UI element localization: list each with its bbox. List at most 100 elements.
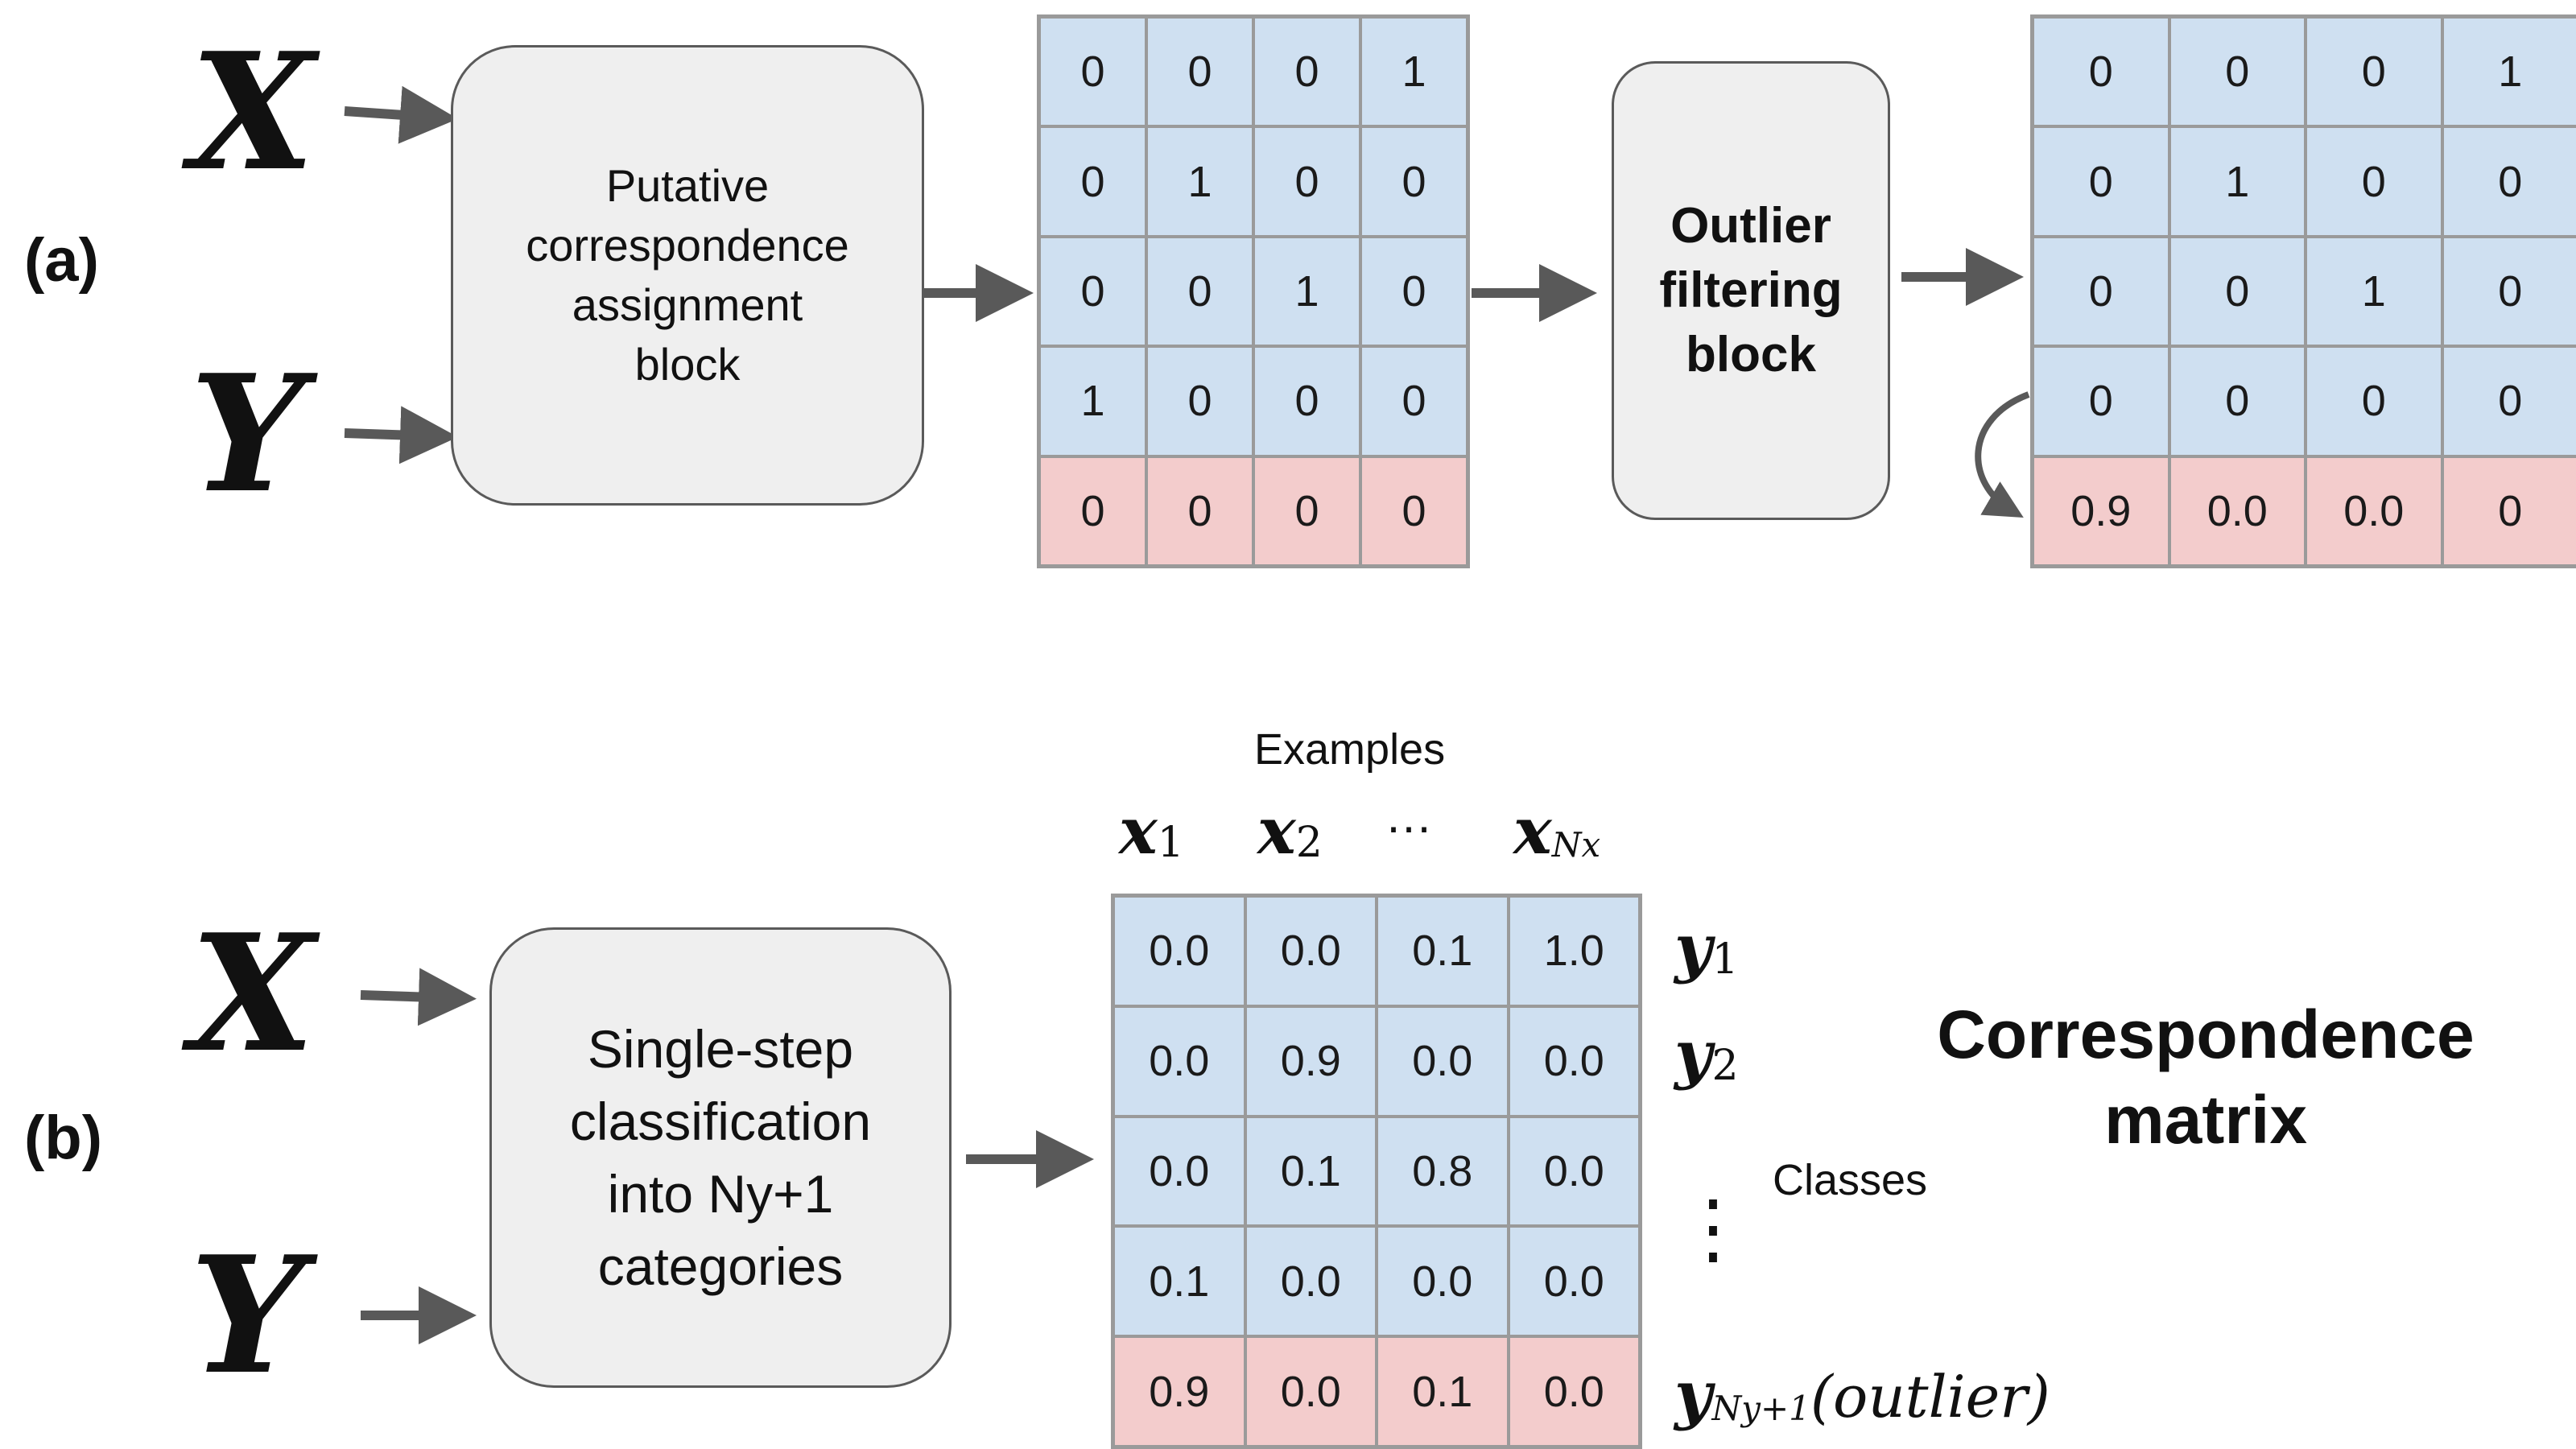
matrix-cell: 0 [1360,126,1468,237]
matrix-cell: 1 [1039,346,1146,456]
matrix-cell: 1 [2169,126,2306,237]
classes-label: Classes [1773,1156,1928,1204]
column-header: x2 [1257,793,1323,869]
matrix-cell: 0 [2306,126,2442,237]
row-header-subscript: 1 [1711,935,1739,985]
matrix-cell: 0.9 [1245,1005,1377,1117]
matrix-cell: 0 [2033,126,2169,237]
outlier-cell: 0.9 [1113,1336,1245,1447]
column-header-base: … [1385,789,1433,843]
correspondence-matrix-title: Correspondence matrix [1937,997,2475,1158]
input-x-b: X [190,899,316,1088]
outlier-filtering-block: Outlier filtering block [1612,61,1890,520]
matrix-cell: 0.1 [1113,1226,1245,1337]
outlier-cell: 0 [1360,456,1468,566]
row-header: yNy+1(outlier) [1674,1356,2050,1432]
matrix-cell: 0 [1039,17,1146,127]
outlier-cell: 0 [1253,456,1360,566]
matrix-cell: 1.0 [1508,896,1640,1006]
matrix-cell: 1 [1253,236,1360,347]
row-header: ⋮ [1674,1183,1752,1274]
matrix-cell: 0 [1146,236,1253,347]
row-header-base: y [1674,1356,1712,1432]
column-header: xNx [1513,793,1600,869]
matrix-cell: 0.1 [1377,896,1509,1006]
matrix-cell: 0 [1146,346,1253,456]
putative-correspondence-block: Putative correspondence assignment block [451,45,924,506]
matrix-cell: 0.1 [1245,1116,1377,1227]
outlier-cell: 0 [1039,456,1146,566]
classification-block-text: Single-step classification into Ny+1 cat… [569,1019,872,1296]
outlier-cell: 0.1 [1377,1336,1509,1447]
outlier-cell: 0.9 [2033,456,2169,566]
matrix-cell: 0.0 [1508,1005,1640,1117]
matrix-cell: 1 [2306,236,2442,347]
row-header: y1 [1674,910,1739,985]
outlier-suffix: (outlier) [1810,1363,2050,1430]
single-step-classification-block: Single-step classification into Ny+1 cat… [489,927,952,1388]
matrix-cell: 0.8 [1377,1116,1509,1227]
panel-b-label: (b) [24,1104,103,1172]
row-header-subscript: 2 [1711,1042,1739,1091]
matrix-cell: 0 [2033,236,2169,347]
row-header: y2 [1674,1016,1739,1092]
matrix-cell: 0 [2442,346,2576,456]
matrix-cell: 0 [2033,17,2169,127]
matrix-cell: 0 [1253,17,1360,127]
matrix-cell: 0.0 [1377,1226,1509,1337]
matrix-cell: 0 [1039,236,1146,347]
matrix-cell: 1 [2442,17,2576,127]
matrix-cell: 0 [2306,17,2442,127]
matrix-cell: 1 [1360,17,1468,127]
panel-a-label: (a) [24,226,99,295]
column-header-base: x [1513,793,1552,869]
column-header-subscript: 1 [1157,819,1184,868]
matrix-cell: 0 [2306,346,2442,456]
matrix-cell: 0 [1039,126,1146,237]
outlier-cell: 0.0 [1245,1336,1377,1447]
matrix-cell: 0.0 [1113,1005,1245,1117]
row-header-subscript: Ny+1 [1711,1389,1810,1429]
input-y-a: Y [190,340,305,529]
matrix-cell: 0.0 [1245,896,1377,1006]
column-header-subscript: 2 [1295,819,1323,868]
matrix-cell: 0.0 [1377,1005,1509,1117]
outlier-cell: 0 [1146,456,1253,566]
column-header: x1 [1119,793,1184,869]
arrow-row-to-outlier [1975,391,2030,518]
outlier-cell: 0.0 [1508,1336,1640,1447]
arrow-x-to-block3 [360,968,477,1026]
arrow-x-to-block1 [344,85,458,144]
examples-label: Examples [1254,725,1446,774]
matrix-cell: 0.0 [1508,1116,1640,1227]
row-header-base: y [1674,910,1712,985]
column-header-base: x [1119,793,1158,869]
matrix-cell: 0 [2033,346,2169,456]
row-header-base: y [1674,1016,1712,1092]
matrix-cell: 0 [2169,346,2306,456]
column-header-base: x [1257,793,1296,869]
matrix-cell: 0 [1146,17,1253,127]
column-header: … [1385,789,1433,848]
matrix-cell: 1 [1146,126,1253,237]
matrix-cell: 0.0 [1508,1226,1640,1337]
column-header-subscript: Nx [1551,825,1601,865]
input-y-b: Y [190,1221,305,1410]
matrix-cell: 0 [2442,126,2576,237]
outlier-cell: 0.0 [2169,456,2306,566]
matrix-cell: 0 [2169,236,2306,347]
putative-block-text: Putative correspondence assignment block [526,160,849,390]
input-x-a: X [190,18,316,207]
matrix-cell: 0.0 [1113,896,1245,1006]
arrow-y-to-block1 [344,406,458,464]
matrix-cell: 0.0 [1113,1116,1245,1227]
matrix-cell: 0 [2169,17,2306,127]
outlier-cell: 0.0 [2306,456,2442,566]
outlier-block-text: Outlier filtering block [1659,198,1843,382]
matrix-cell: 0 [1253,126,1360,237]
matrix-cell: 0 [1360,346,1468,456]
